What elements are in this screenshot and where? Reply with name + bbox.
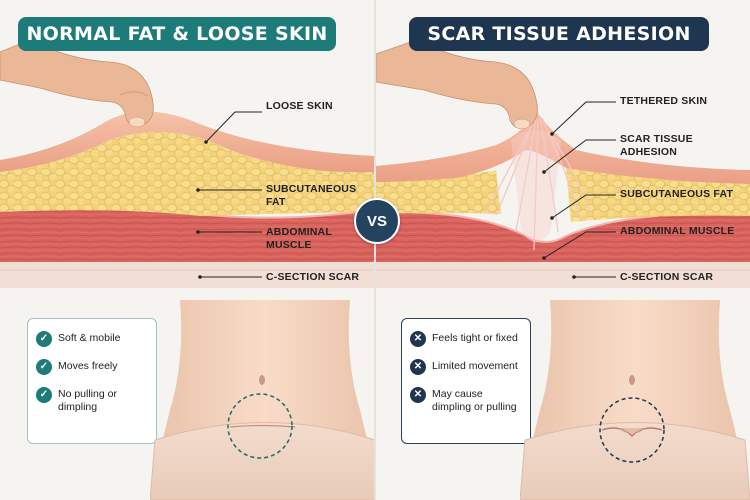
- adhesion-fibers: [485, 117, 592, 251]
- adhesion-features-box: ✕ Feels tight or fixed ✕ Limited movemen…: [401, 318, 531, 444]
- vs-badge: VS: [354, 198, 400, 244]
- muscle-layer: [376, 211, 750, 262]
- feature-item: ✓ No pulling or dimpling: [36, 387, 148, 414]
- right-panel-adhesion: SCAR TISSUE ADHESION TETHERED SKIN SCAR …: [376, 0, 750, 500]
- skin-layer: [376, 110, 750, 184]
- skin-layer: [0, 111, 374, 173]
- right-title: SCAR TISSUE ADHESION: [409, 17, 709, 51]
- label-loose-skin: LOOSE SKIN: [266, 100, 333, 112]
- feature-item: ✕ Limited movement: [410, 359, 522, 375]
- normal-features-box: ✓ Soft & mobile ✓ Moves freely ✓ No pull…: [27, 318, 157, 444]
- fascia-layer: [376, 258, 750, 288]
- feature-text: Feels tight or fixed: [432, 332, 518, 344]
- navel: [629, 375, 635, 385]
- label-tethered-skin: TETHERED SKIN: [620, 95, 708, 107]
- underwear: [150, 422, 374, 500]
- feature-text: May cause dimpling or pulling: [432, 388, 517, 413]
- feature-item: ✕ May cause dimpling or pulling: [410, 387, 522, 414]
- panel-divider: [374, 0, 376, 500]
- navel: [259, 375, 265, 385]
- left-panel-normal: NORMAL FAT & LOOSE SKIN LOOSE SKIN SUBCU…: [0, 0, 374, 500]
- feature-text: Moves freely: [58, 360, 118, 372]
- fat-layer: [0, 132, 374, 216]
- scar-highlight-circle: [599, 397, 665, 463]
- check-icon: ✓: [36, 387, 52, 403]
- label-c-section-scar: C-SECTION SCAR: [266, 271, 360, 283]
- underwear: [520, 422, 750, 500]
- feature-text: No pulling or dimpling: [58, 388, 117, 413]
- label-scar-tissue-adhesion: SCAR TISSUE ADHESION: [620, 133, 693, 158]
- left-title: NORMAL FAT & LOOSE SKIN: [18, 17, 336, 51]
- feature-text: Soft & mobile: [58, 332, 121, 344]
- x-icon: ✕: [410, 331, 426, 347]
- label-c-section-scar: C-SECTION SCAR: [620, 271, 714, 283]
- muscle-layer: [0, 208, 374, 262]
- label-subcutaneous-fat: SUBCUTANEOUS FAT: [620, 188, 734, 200]
- feature-text: Limited movement: [432, 360, 518, 372]
- check-icon: ✓: [36, 331, 52, 347]
- label-subcutaneous-fat: SUBCUTANEOUS FAT: [266, 183, 357, 208]
- x-icon: ✕: [410, 387, 426, 403]
- normal-torso-illustration: [150, 300, 374, 500]
- label-abdominal-muscle: ABDOMINAL MUSCLE: [620, 225, 735, 237]
- feature-item: ✓ Moves freely: [36, 359, 148, 375]
- feature-item: ✕ Feels tight or fixed: [410, 331, 522, 347]
- label-abdominal-muscle: ABDOMINAL MUSCLE: [266, 226, 332, 251]
- scar-highlight-circle: [227, 393, 293, 459]
- x-icon: ✕: [410, 359, 426, 375]
- feature-item: ✓ Soft & mobile: [36, 331, 148, 347]
- check-icon: ✓: [36, 359, 52, 375]
- fascia-layer: [0, 258, 374, 288]
- adhesion-torso-illustration: [520, 300, 750, 500]
